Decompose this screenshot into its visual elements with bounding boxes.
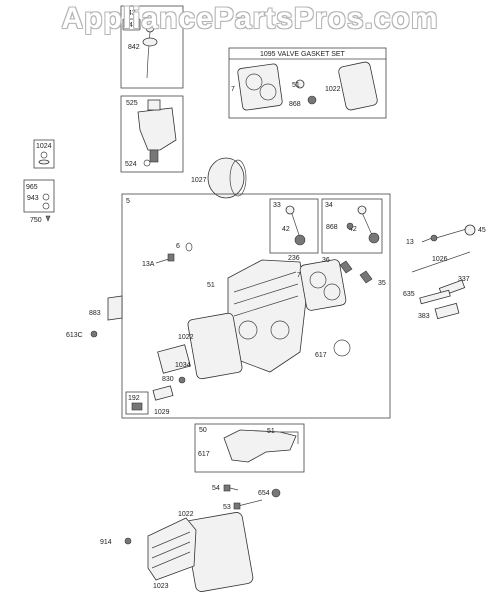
label-1023: 1023 — [153, 583, 169, 590]
label-883: 883 — [89, 310, 101, 317]
label-33: 33 — [273, 202, 281, 209]
label-830: 830 — [162, 376, 174, 383]
label-1027: 1027 — [191, 177, 207, 184]
label-13A: 13A — [142, 261, 155, 268]
label-51-intake: 51 — [267, 428, 275, 435]
valve-gasket-set-title: 1095 VALVE GASKET SET — [260, 51, 346, 58]
left-parts: 883 613C — [66, 295, 123, 339]
label-524: 524 — [125, 161, 137, 168]
label-635: 635 — [403, 291, 415, 298]
oil-filter: 1027 — [191, 157, 247, 199]
label-51-head: 51 — [207, 282, 215, 289]
side-box-1024: 1024 — [33, 139, 55, 169]
dipstick-box: 843 842 842 — [120, 5, 184, 89]
gasket-set-label-7: 7 — [231, 86, 235, 93]
label-50: 50 — [199, 427, 207, 434]
gasket-set-label-1022: 1022 — [325, 86, 341, 93]
label-842: 842 — [128, 44, 140, 51]
label-965: 965 — [26, 184, 38, 191]
label-236: 236 — [288, 255, 300, 262]
label-45: 45 — [478, 227, 486, 234]
label-42-b: 42 — [349, 226, 357, 233]
label-914: 914 — [100, 539, 112, 546]
label-750: 750 — [30, 217, 42, 224]
right-parts: 13 45 1026 337 635 383 — [403, 224, 486, 320]
label-13: 13 — [406, 239, 414, 246]
label-1034: 1034 — [175, 362, 191, 369]
gasket-set-label-868: 868 — [289, 101, 301, 108]
label-617-intake: 617 — [198, 451, 210, 458]
label-1022-bottom: 1022 — [178, 511, 194, 518]
intake-box: 50 51 617 — [194, 423, 305, 473]
label-35: 35 — [378, 280, 386, 287]
label-842-small: 842 — [125, 22, 137, 29]
side-box-965: 965 943 750 — [23, 179, 55, 224]
valve-gasket-set-box: 1095 VALVE GASKET SET 7 51 868 1022 — [228, 47, 387, 119]
label-6: 6 — [176, 243, 180, 250]
label-617-head: 617 — [315, 352, 327, 359]
label-1024: 1024 — [36, 143, 52, 150]
label-868-sub: 868 — [326, 224, 338, 231]
label-5: 5 — [126, 198, 130, 205]
label-42-a: 42 — [282, 226, 290, 233]
label-1029: 1029 — [154, 409, 170, 416]
label-383: 383 — [418, 313, 430, 320]
label-1026: 1026 — [432, 256, 448, 263]
label-943: 943 — [27, 195, 39, 202]
label-54: 54 — [212, 485, 220, 492]
label-34: 34 — [325, 202, 333, 209]
label-843: 843 — [124, 10, 136, 17]
breather-box: 525 524 — [120, 95, 184, 173]
label-1022-head: 1022 — [178, 334, 194, 341]
label-654: 654 — [258, 490, 270, 497]
cylinder-head-box: 5 33 42 34 42 868 13A 6 51 2 — [121, 193, 391, 419]
label-7: 7 — [297, 272, 301, 279]
label-337: 337 — [458, 276, 470, 283]
label-36: 36 — [322, 257, 330, 264]
label-613C: 613C — [66, 332, 83, 339]
label-192: 192 — [128, 395, 140, 402]
label-525: 525 — [126, 100, 138, 107]
gasket-set-label-51: 51 — [292, 82, 300, 89]
bottom-parts: 54 654 53 1022 914 1023 — [100, 484, 281, 592]
label-53: 53 — [223, 504, 231, 511]
